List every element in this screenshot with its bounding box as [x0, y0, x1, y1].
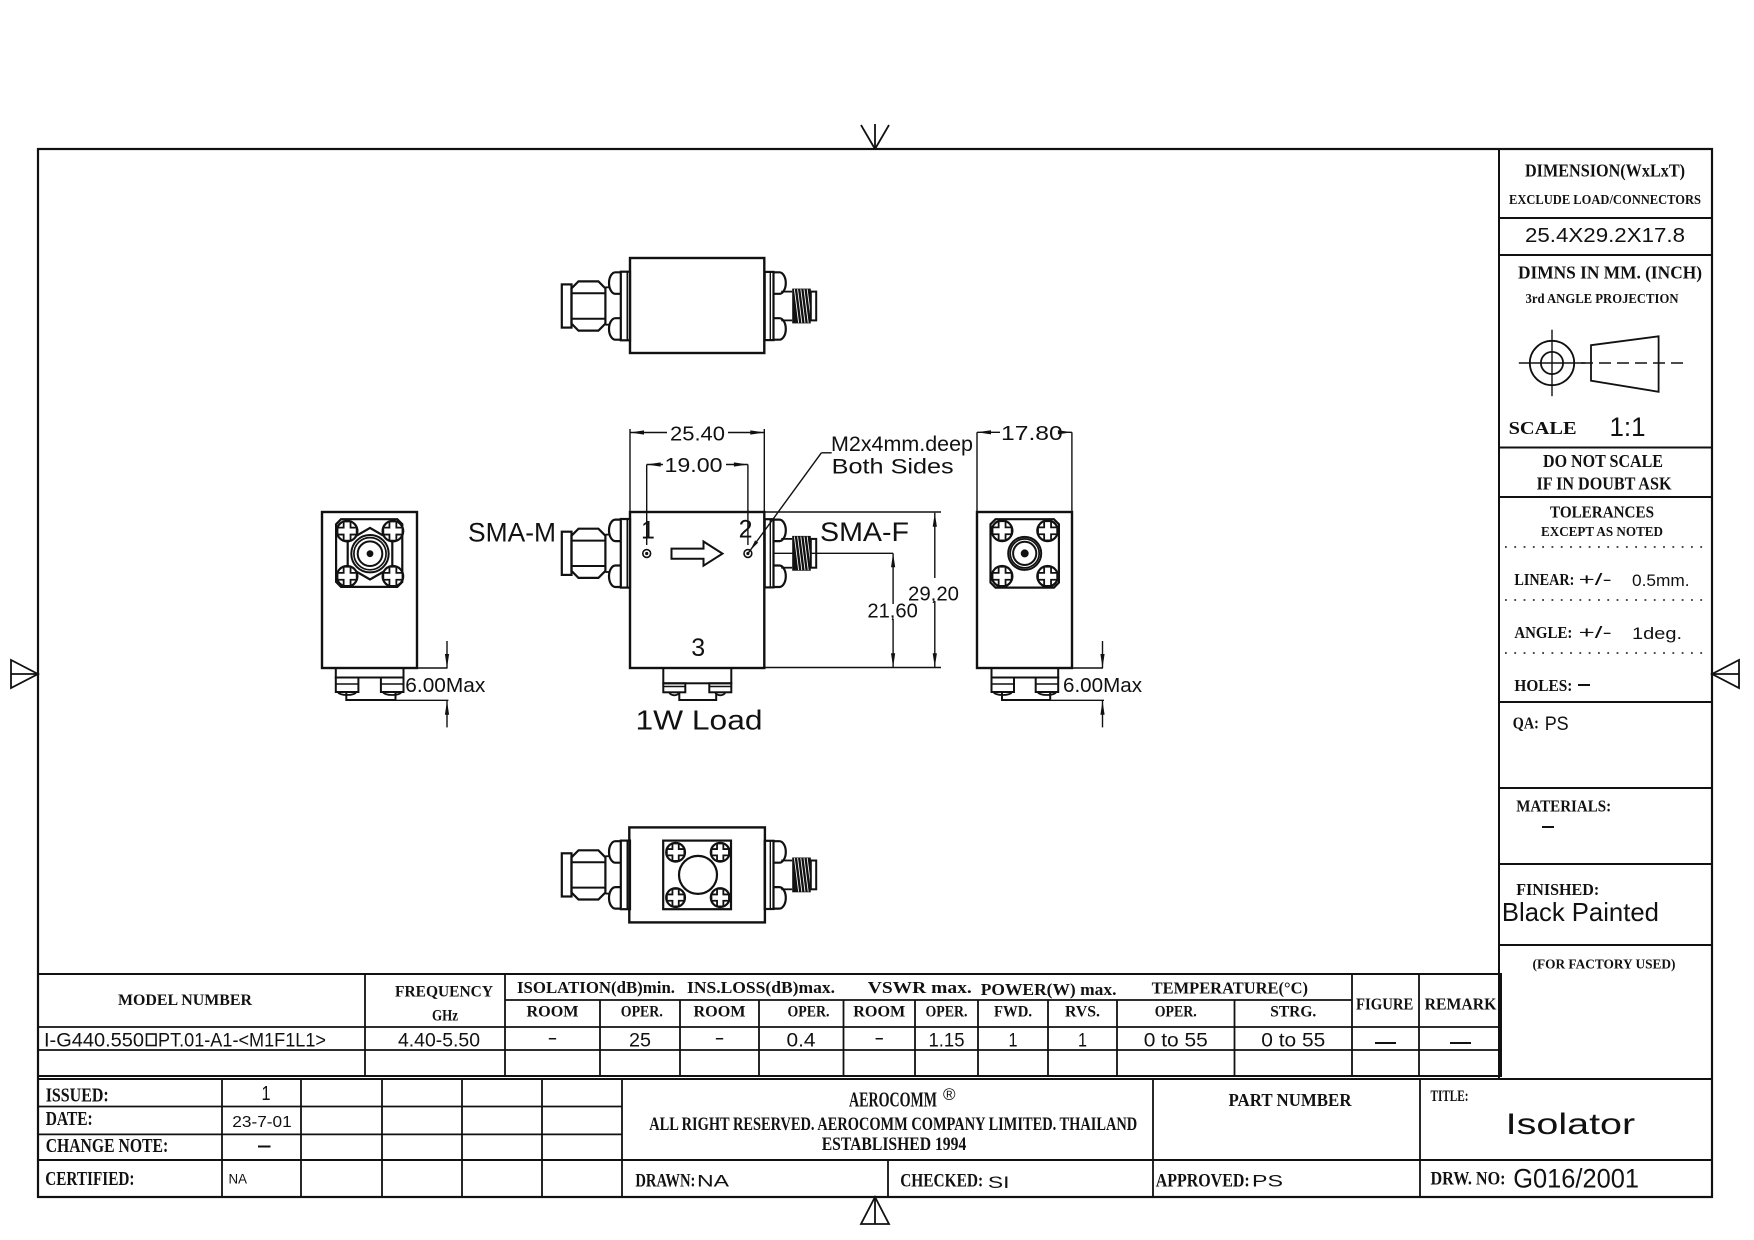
svg-text:25.4X29.2X17.8: 25.4X29.2X17.8	[1525, 224, 1685, 247]
svg-text:1: 1	[262, 1082, 271, 1105]
svg-text:MODEL NUMBER: MODEL NUMBER	[118, 992, 253, 1009]
svg-text:DRW. NO:: DRW. NO:	[1431, 1169, 1506, 1190]
svg-text:MATERIALS:: MATERIALS:	[1516, 797, 1611, 816]
svg-text:G016/2001: G016/2001	[1513, 1164, 1639, 1194]
svg-text:NA: NA	[229, 1172, 248, 1187]
svg-text:ISSUED:: ISSUED:	[46, 1085, 109, 1107]
svg-text:RVS.: RVS.	[1065, 1003, 1100, 1020]
svg-text:1.15: 1.15	[929, 1031, 965, 1052]
svg-text:TEMPERATURE(°C): TEMPERATURE(°C)	[1152, 979, 1308, 998]
svg-text:DIMNS IN MM. (INCH): DIMNS IN MM. (INCH)	[1518, 263, 1702, 284]
svg-text:29,20: 29,20	[908, 583, 959, 605]
svg-text:ANGLE:: ANGLE:	[1514, 623, 1572, 642]
svg-text:FWD.: FWD.	[994, 1003, 1032, 1020]
svg-text:Black Painted: Black Painted	[1502, 897, 1659, 927]
svg-text:PS: PS	[1545, 714, 1569, 735]
svg-text:APPROVED:: APPROVED:	[1156, 1171, 1250, 1192]
svg-text:SI: SI	[988, 1174, 1010, 1192]
svg-text:19.00: 19.00	[665, 455, 723, 477]
svg-text:4.40-5.50: 4.40-5.50	[398, 1031, 480, 1052]
svg-text:ESTABLISHED 1994: ESTABLISHED 1994	[822, 1134, 967, 1155]
svg-text:3rd ANGLE PROJECTION: 3rd ANGLE PROJECTION	[1526, 292, 1679, 307]
svg-text:ALL RIGHT RESERVED. AEROCOM: ALL RIGHT RESERVED. AEROCOMM COMPANY LIM…	[649, 1114, 1137, 1135]
svg-text:DATE:: DATE:	[46, 1108, 93, 1130]
svg-text:FIGURE: FIGURE	[1356, 995, 1413, 1014]
svg-text:CHANGE NOTE:: CHANGE NOTE:	[46, 1135, 169, 1157]
svg-text:Both Sides: Both Sides	[832, 455, 954, 478]
svg-text:1: 1	[1009, 1031, 1018, 1052]
svg-text:-: -	[548, 1028, 558, 1049]
svg-text:CERTIFIED:: CERTIFIED:	[45, 1168, 134, 1190]
svg-text:STRG.: STRG.	[1270, 1003, 1316, 1020]
svg-text:®: ®	[943, 1085, 956, 1104]
svg-text:1: 1	[1078, 1031, 1087, 1052]
svg-text:+/-: +/-	[1579, 570, 1612, 589]
svg-text:Isolator: Isolator	[1506, 1108, 1636, 1141]
svg-text:3: 3	[691, 634, 705, 662]
svg-text:INS.LOSS(dB)max.: INS.LOSS(dB)max.	[687, 978, 835, 997]
svg-text:1:1: 1:1	[1610, 412, 1646, 442]
svg-text:OPER.: OPER.	[1155, 1003, 1197, 1020]
svg-text:VSWR max.: VSWR max.	[868, 978, 972, 997]
svg-text:1deg.: 1deg.	[1632, 624, 1682, 643]
svg-text:DRAWN:: DRAWN:	[635, 1171, 695, 1192]
svg-text:ROOM: ROOM	[694, 1003, 746, 1020]
svg-text:0 to 55: 0 to 55	[1144, 1031, 1208, 1052]
svg-text:M2x4mm.deep: M2x4mm.deep	[831, 433, 973, 456]
svg-text:0.4: 0.4	[787, 1031, 816, 1052]
svg-text:25: 25	[629, 1031, 651, 1052]
svg-text:PART NUMBER: PART NUMBER	[1229, 1090, 1353, 1110]
svg-text:SMA-F: SMA-F	[820, 517, 909, 547]
svg-text:CHECKED:: CHECKED:	[900, 1171, 983, 1192]
svg-text:PT.01-A1-<M1F1L1>: PT.01-A1-<M1F1L1>	[158, 1031, 326, 1052]
svg-text:QA:: QA:	[1513, 714, 1539, 733]
svg-text:TOLERANCES: TOLERANCES	[1550, 502, 1654, 521]
svg-text:REMARK: REMARK	[1425, 995, 1497, 1014]
svg-text:1W Load: 1W Load	[636, 705, 763, 736]
svg-text:6.00Max: 6.00Max	[405, 675, 485, 697]
svg-text:OPER.: OPER.	[788, 1003, 830, 1020]
svg-text:LINEAR:: LINEAR:	[1514, 570, 1574, 589]
svg-text:23-7-01: 23-7-01	[232, 1114, 292, 1131]
svg-text:DIMENSION(WxLxT): DIMENSION(WxLxT)	[1525, 161, 1685, 182]
svg-text:SCALE: SCALE	[1509, 418, 1577, 438]
svg-text:FREQUENCY: FREQUENCY	[395, 983, 493, 1000]
svg-text:DO NOT SCALE: DO NOT SCALE	[1543, 451, 1663, 471]
svg-text:POWER(W) max.: POWER(W) max.	[981, 980, 1117, 999]
svg-text:NA: NA	[697, 1173, 729, 1191]
svg-text:+/-: +/-	[1579, 623, 1612, 642]
svg-text:ROOM: ROOM	[527, 1003, 579, 1020]
svg-text:EXCLUDE LOAD/CONNECTORS: EXCLUDE LOAD/CONNECTORS	[1509, 193, 1701, 208]
svg-text:EXCEPT AS NOTED: EXCEPT AS NOTED	[1541, 525, 1663, 540]
svg-text:1: 1	[641, 517, 655, 545]
svg-text:ROOM: ROOM	[853, 1003, 905, 1020]
svg-text:HOLES:: HOLES:	[1514, 676, 1572, 695]
svg-text:IF IN DOUBT ASK: IF IN DOUBT ASK	[1537, 474, 1672, 494]
svg-text:OPER.: OPER.	[926, 1003, 968, 1020]
svg-text:(FOR FACTORY USED): (FOR FACTORY USED)	[1533, 958, 1676, 973]
svg-text:TITLE:: TITLE:	[1431, 1088, 1469, 1105]
svg-text:PS: PS	[1252, 1173, 1283, 1191]
svg-text:-: -	[874, 1028, 884, 1049]
svg-text:I-G440.550: I-G440.550	[44, 1031, 144, 1052]
svg-text:-: -	[715, 1028, 725, 1049]
svg-text:0.5mm.: 0.5mm.	[1632, 571, 1690, 590]
svg-text:OPER.: OPER.	[621, 1003, 663, 1020]
svg-text:25.40: 25.40	[670, 424, 725, 446]
svg-text:6.00Max: 6.00Max	[1063, 675, 1142, 697]
svg-text:GHz: GHz	[432, 1008, 458, 1025]
svg-text:2: 2	[739, 515, 753, 543]
svg-text:17.80: 17.80	[1001, 423, 1063, 445]
svg-text:FINISHED:: FINISHED:	[1516, 880, 1599, 899]
svg-text:AEROCOMM: AEROCOMM	[849, 1088, 937, 1112]
svg-text:ISOLATION(dB)min.: ISOLATION(dB)min.	[517, 978, 675, 997]
svg-text:SMA-M: SMA-M	[468, 518, 556, 548]
svg-text:0 to 55: 0 to 55	[1261, 1031, 1325, 1052]
svg-text:21,60: 21,60	[867, 601, 918, 623]
